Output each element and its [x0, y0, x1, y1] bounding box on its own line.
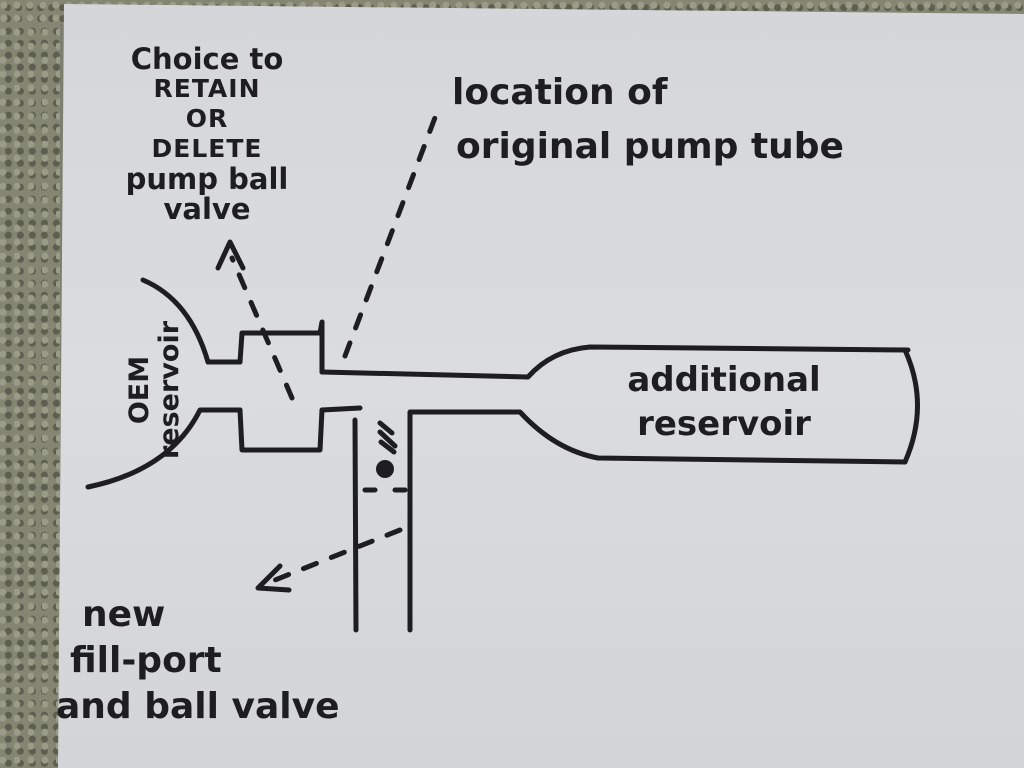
- location-line-1: location of: [452, 72, 668, 113]
- new-line-3: and ball valve: [56, 686, 340, 727]
- location-line-2: original pump tube: [456, 126, 844, 167]
- location-original-pump-tube-label: location of original pump tube: [452, 66, 844, 174]
- oem-line-2: reservoir: [154, 320, 185, 460]
- oem-reservoir-outline: [85, 277, 243, 490]
- additional-line-1: additional: [627, 360, 821, 400]
- choice-line-4: DELETE: [151, 134, 263, 163]
- main-tube-bottom: [319, 405, 908, 633]
- choice-line-6: valve: [163, 192, 251, 226]
- ball-valve-icon: [376, 460, 394, 478]
- oem-reservoir-label: OEM reservoir: [124, 285, 185, 495]
- additional-reservoir-endcap: [902, 347, 920, 465]
- choice-line-5: pump ball: [125, 162, 289, 196]
- choice-line-1: Choice to: [130, 42, 284, 76]
- paper-sheet: [58, 4, 1024, 768]
- carpet-background-left: [0, 0, 60, 768]
- fill-port-left-wall: [352, 417, 359, 633]
- location-dashed-line: [342, 112, 439, 359]
- pump-valve-housing: [237, 319, 325, 453]
- fill-port-arrowhead: [255, 563, 292, 593]
- choice-line-3: OR: [185, 104, 229, 133]
- new-line-2: fill-port: [70, 640, 222, 681]
- fill-port-dashed-arrow: [267, 527, 403, 585]
- ball-valve-marks: [362, 420, 408, 493]
- additional-line-2: reservoir: [637, 404, 811, 444]
- additional-reservoir-label: additional reservoir: [594, 358, 854, 446]
- main-tube-top: [319, 344, 911, 380]
- choice-dashed-arrow: [229, 255, 295, 401]
- choice-retain-delete-label: Choice to RETAIN OR DELETE pump ball val…: [92, 44, 322, 224]
- new-line-1: new: [82, 594, 166, 635]
- new-fill-port-label: new fill-port and ball valve: [56, 592, 339, 730]
- choice-line-2: RETAIN: [153, 74, 261, 103]
- choice-arrowhead: [215, 239, 246, 271]
- oem-line-1: OEM: [124, 355, 155, 425]
